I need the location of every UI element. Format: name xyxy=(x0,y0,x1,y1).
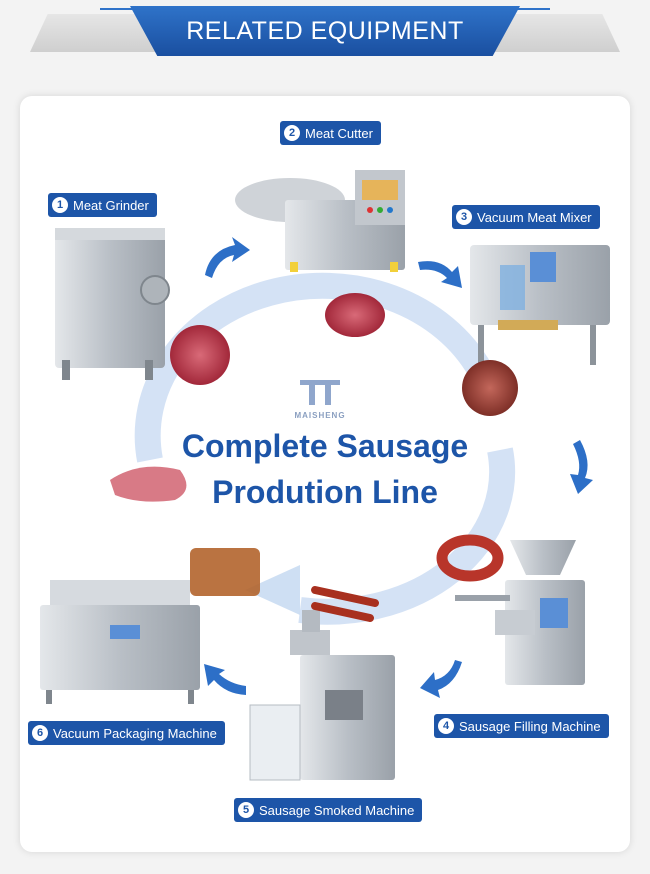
headline-line-2: Prodution Line xyxy=(212,474,438,510)
step-number: 4 xyxy=(438,718,454,734)
sausage-filling-machine xyxy=(455,540,585,685)
step-number: 3 xyxy=(456,209,472,225)
step-number: 1 xyxy=(52,197,68,213)
arrow-icon xyxy=(418,261,462,288)
step-text: Vacuum Meat Mixer xyxy=(477,209,592,225)
step-text: Meat Cutter xyxy=(305,125,373,141)
arrow-icon xyxy=(204,664,246,695)
step-label-meat-grinder: 1 Meat Grinder xyxy=(48,193,157,217)
step-number: 2 xyxy=(284,125,300,141)
step-text: Vacuum Packaging Machine xyxy=(53,725,217,741)
step-text: Sausage Filling Machine xyxy=(459,718,601,734)
maisheng-logo-mark xyxy=(300,380,340,405)
maisheng-logo: MAISHENG xyxy=(290,378,350,420)
headline-line-1: Complete Sausage xyxy=(181,428,469,464)
step-label-vacuum-packaging-machine: 6 Vacuum Packaging Machine xyxy=(28,721,225,745)
flow-arrows xyxy=(204,237,593,698)
step-label-sausage-smoked-machine: 5 Sausage Smoked Machine xyxy=(234,798,423,822)
arrow-icon xyxy=(420,660,462,698)
logo-text: MAISHENG xyxy=(294,411,346,420)
step-label-sausage-filling-machine: 4 Sausage Filling Machine xyxy=(434,714,609,738)
step-text: Sausage Smoked Machine xyxy=(259,802,415,818)
step-number: 5 xyxy=(238,802,254,818)
vacuum-meat-mixer-machine xyxy=(470,245,610,365)
step-number: 6 xyxy=(32,725,48,741)
meat-grinder-machine xyxy=(55,228,170,380)
step-text: Meat Grinder xyxy=(73,197,149,213)
arrow-icon xyxy=(205,237,250,278)
arrow-icon xyxy=(570,440,593,494)
step-label-meat-cutter: 2 Meat Cutter xyxy=(280,121,381,145)
step-label-vacuum-meat-mixer: 3 Vacuum Meat Mixer xyxy=(452,205,600,229)
sausage-smoked-machine xyxy=(249,610,395,781)
meat-cutter-machine xyxy=(235,170,405,272)
vacuum-packaging-machine xyxy=(40,580,200,704)
food-products xyxy=(110,293,518,622)
header-title: RELATED EQUIPMENT xyxy=(130,6,520,56)
